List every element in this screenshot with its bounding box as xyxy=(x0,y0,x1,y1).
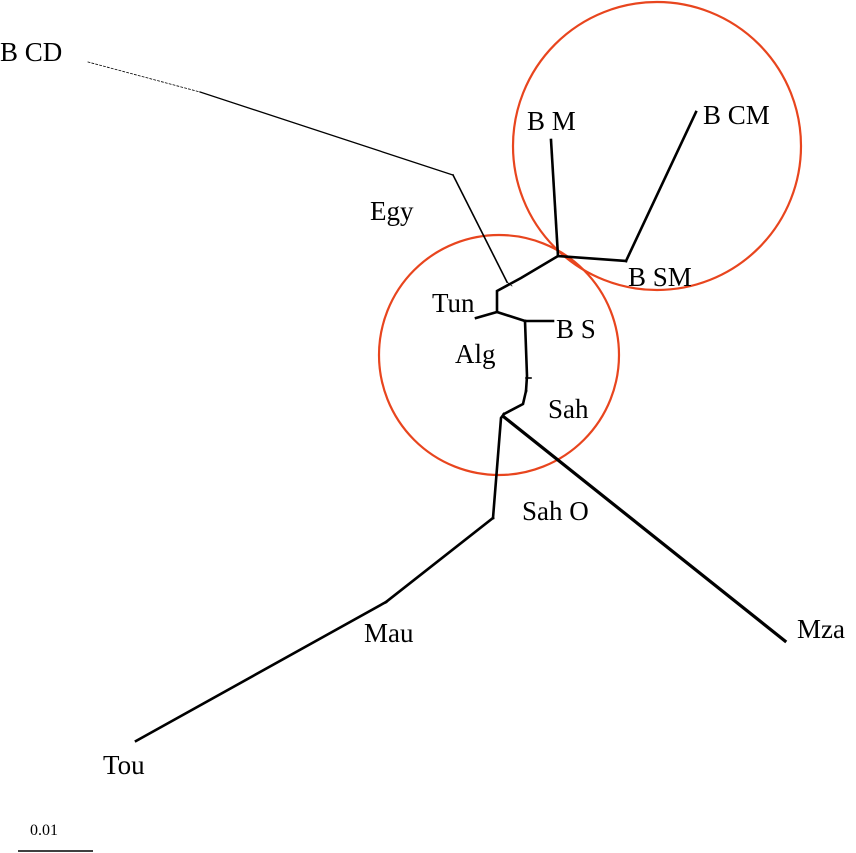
branch-alg xyxy=(495,310,527,323)
cluster-circle-upper xyxy=(511,0,803,292)
branch-sah-o xyxy=(491,412,506,520)
branch-bcm xyxy=(624,110,698,263)
label-sah: Sah xyxy=(548,394,589,424)
branch-egy xyxy=(451,173,509,284)
label-saho: Sah O xyxy=(522,496,589,526)
label-bcm: B CM xyxy=(703,100,770,130)
branch-bsm xyxy=(556,254,628,263)
branch-bcd-dotted xyxy=(87,61,201,93)
branch-tou xyxy=(134,600,388,743)
label-mau: Mau xyxy=(364,618,414,648)
cluster-circle-lower xyxy=(377,233,621,477)
label-tun: Tun xyxy=(432,288,475,318)
label-bsm: B SM xyxy=(628,262,692,292)
label-egy: Egy xyxy=(370,196,414,226)
label-bcd: B CD xyxy=(0,37,63,67)
branch-bcd xyxy=(199,91,454,176)
label-alg: Alg xyxy=(455,339,496,369)
label-bm: B M xyxy=(527,106,576,136)
branch-sah xyxy=(502,389,528,416)
branch-mau xyxy=(384,516,495,604)
branch-node-tun xyxy=(495,254,560,314)
label-tou: Tou xyxy=(103,750,145,780)
branch-sah-stem xyxy=(523,319,529,393)
branch-bm xyxy=(549,138,560,258)
branch-tun xyxy=(474,310,499,320)
branch-mza xyxy=(501,414,788,644)
scale-bar-label: 0.01 xyxy=(30,822,58,839)
label-mza: Mza xyxy=(797,614,845,644)
label-bs: B S xyxy=(556,314,596,344)
